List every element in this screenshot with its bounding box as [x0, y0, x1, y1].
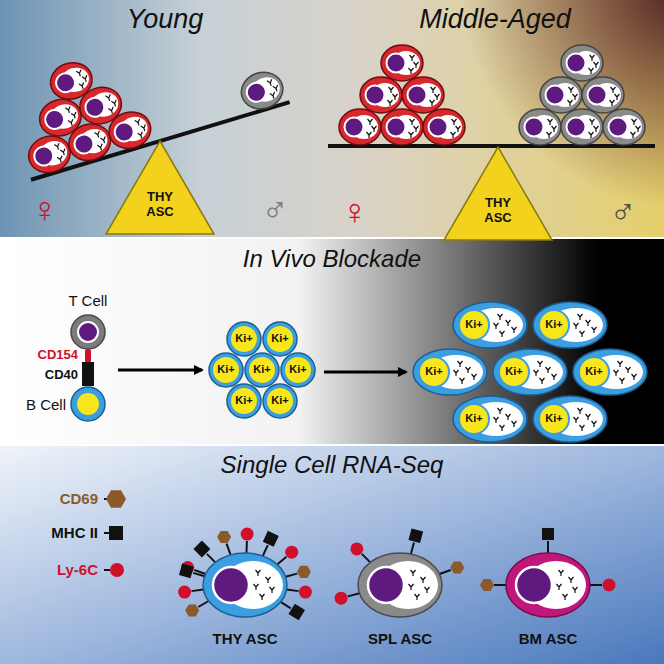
node-shape [412, 348, 488, 396]
sex-symbol: ♀ [20, 188, 70, 231]
node-label: Ki+ [265, 394, 295, 407]
node-label: Ki+ [283, 363, 313, 376]
proliferating-cell: Ki+ [244, 352, 280, 388]
node-label: SPL ASC [335, 630, 465, 647]
proliferating-cell: Ki+ [226, 383, 262, 419]
proliferating-cell: Ki+ [452, 395, 528, 443]
proliferating-cell: Ki+ [532, 395, 608, 443]
proliferating-cell: Ki+ [262, 321, 298, 357]
fulcrum-triangle: THY ASC [443, 146, 553, 241]
asc-cell: SPL ASC [335, 540, 465, 654]
asc-cell: THY ASC [180, 540, 310, 654]
panel-label: Single Cell RNA-Seq [130, 451, 534, 480]
proliferating-cell: Ki+ [492, 348, 568, 396]
node-label: Ki+ [229, 332, 259, 345]
legend-text: Ly-6C [20, 561, 98, 579]
node-label: Ki+ [539, 318, 569, 331]
asc-cell: BM ASC [483, 540, 613, 654]
proliferating-cell: Ki+ [262, 383, 298, 419]
legend-text: CD69 [20, 490, 98, 508]
proliferating-cell: Ki+ [226, 321, 262, 357]
panel-label: CD40 [6, 367, 78, 383]
seesaw-middle-aged [328, 45, 655, 146]
node-shape [105, 140, 215, 235]
node-shape [532, 395, 608, 443]
sex-symbol: ♂ [598, 190, 648, 233]
panel-label: B Cell [0, 396, 66, 414]
panel-ground [0, 239, 664, 445]
arrow [324, 371, 406, 374]
panel-ground [0, 0, 664, 238]
node-label: Ki+ [459, 412, 489, 425]
panel-label: In Vivo Blockade [150, 245, 514, 274]
proliferating-cell: Ki+ [412, 348, 488, 396]
node-label: Ki+ [459, 318, 489, 331]
node-label: THY ASC [138, 190, 182, 220]
node-label: Ki+ [579, 365, 609, 378]
node-label: Ki+ [499, 365, 529, 378]
surface-markers [178, 528, 615, 621]
node-shape [532, 301, 608, 349]
node-shape [452, 301, 528, 349]
node-shape [443, 146, 553, 241]
node-shape [572, 348, 648, 396]
panel-label: T Cell [48, 292, 128, 310]
node-label: Ki+ [419, 365, 449, 378]
sex-symbol: ♂ [250, 188, 300, 231]
node-shape [492, 348, 568, 396]
proliferating-cell: Ki+ [280, 352, 316, 388]
proliferating-cell: Ki+ [208, 352, 244, 388]
node-label: THY ASC [476, 196, 520, 226]
panel-shade [0, 0, 664, 238]
node-label: Ki+ [211, 363, 241, 376]
node-label: Ki+ [229, 394, 259, 407]
node-label: Ki+ [539, 412, 569, 425]
node-label: Ki+ [247, 363, 277, 376]
arrow [118, 369, 202, 372]
legend-text: MHC II [20, 524, 98, 542]
proliferating-cell: Ki+ [572, 348, 648, 396]
node-label: BM ASC [483, 630, 613, 647]
panel-divider [0, 444, 664, 446]
panel-label: CD154 [6, 347, 78, 363]
panel-ground [0, 446, 664, 664]
node-label: Ki+ [265, 332, 295, 345]
panel-label: Middle-Aged [380, 3, 610, 35]
panel-divider [0, 237, 664, 239]
fulcrum-triangle: THY ASC [105, 140, 215, 235]
legend-samples [104, 490, 126, 577]
node-shape [452, 395, 528, 443]
sex-symbol: ♀ [330, 190, 380, 233]
panel-label: Young [65, 3, 265, 35]
proliferating-cell: Ki+ [452, 301, 528, 349]
proliferating-cell: Ki+ [532, 301, 608, 349]
node-label: THY ASC [180, 630, 310, 647]
